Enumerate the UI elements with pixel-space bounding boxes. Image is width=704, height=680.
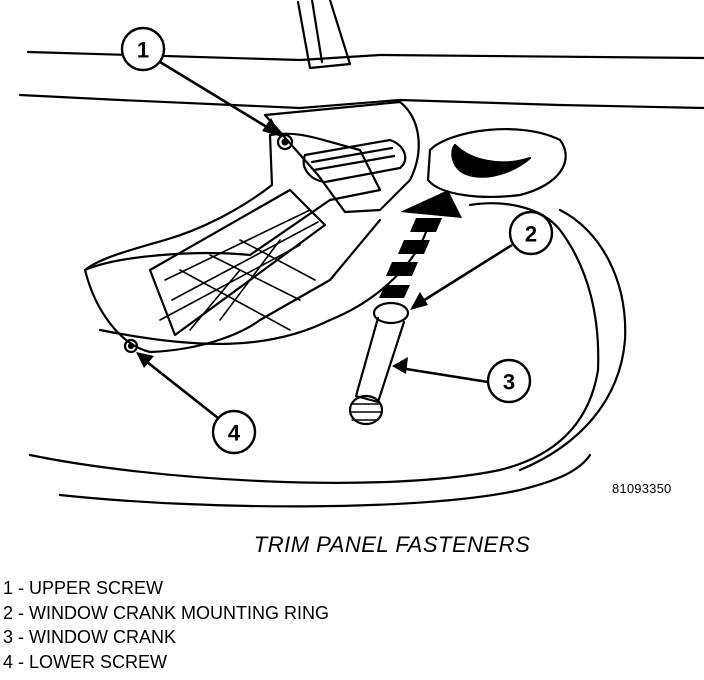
crank-mounting-ring (372, 301, 410, 325)
latch-housing (263, 100, 420, 214)
door-panel-edge (518, 208, 627, 472)
latch-lever (302, 138, 407, 184)
callout-circle-2 (508, 210, 554, 256)
callout-circle-1 (120, 26, 166, 72)
callout-label-3: 3 (503, 370, 515, 395)
window-frame-line-lower (18, 93, 704, 110)
callout-circle-4 (211, 409, 257, 455)
legend-item: 1 - UPPER SCREW (3, 578, 164, 598)
door-panel-outline (28, 202, 600, 484)
arrowhead-1 (262, 118, 282, 137)
legend-item: 4 - LOWER SCREW (3, 651, 168, 672)
grille-hatch (159, 209, 319, 331)
armrest-lower (83, 218, 382, 354)
figure-caption: TRIM PANEL FASTENERS (253, 532, 531, 557)
arrowhead-2 (410, 292, 428, 310)
figure-id: 81093350 (612, 481, 672, 496)
legend: 1 - UPPER SCREW 2 - WINDOW CRANK MOUNTIN… (3, 576, 329, 674)
window-channel-inner (310, 0, 324, 64)
latch-lever-detail (310, 146, 396, 172)
install-direction-arrow (379, 190, 462, 298)
trim-panel-diagram: 1 2 3 4 (18, 0, 704, 508)
window-channel (296, 0, 352, 70)
callout-label-4: 4 (228, 421, 241, 446)
window-crank-arm (354, 316, 406, 404)
lower-screw (123, 338, 139, 354)
callout-label-2: 2 (525, 222, 537, 247)
callout-circle-3 (486, 358, 532, 404)
pull-pocket (426, 128, 567, 198)
leader-1 (159, 60, 276, 134)
door-panel-lower-edge (58, 453, 592, 508)
window-crank-knob (348, 394, 384, 426)
arrowhead-3 (392, 357, 408, 374)
armrest-body (98, 218, 432, 346)
leader-3 (399, 366, 489, 384)
arrowhead-4 (136, 352, 154, 368)
legend-item: 2 - WINDOW CRANK MOUNTING RING (3, 602, 329, 623)
leader-4 (141, 356, 219, 420)
grille-frame (148, 188, 327, 337)
leader-2 (417, 243, 513, 306)
upper-screw (276, 133, 294, 151)
legend-item: 3 - WINDOW CRANK (3, 627, 176, 647)
pull-pocket-swoosh (451, 143, 532, 178)
armrest-bezel (83, 132, 382, 272)
callout-label-1: 1 (137, 38, 149, 63)
